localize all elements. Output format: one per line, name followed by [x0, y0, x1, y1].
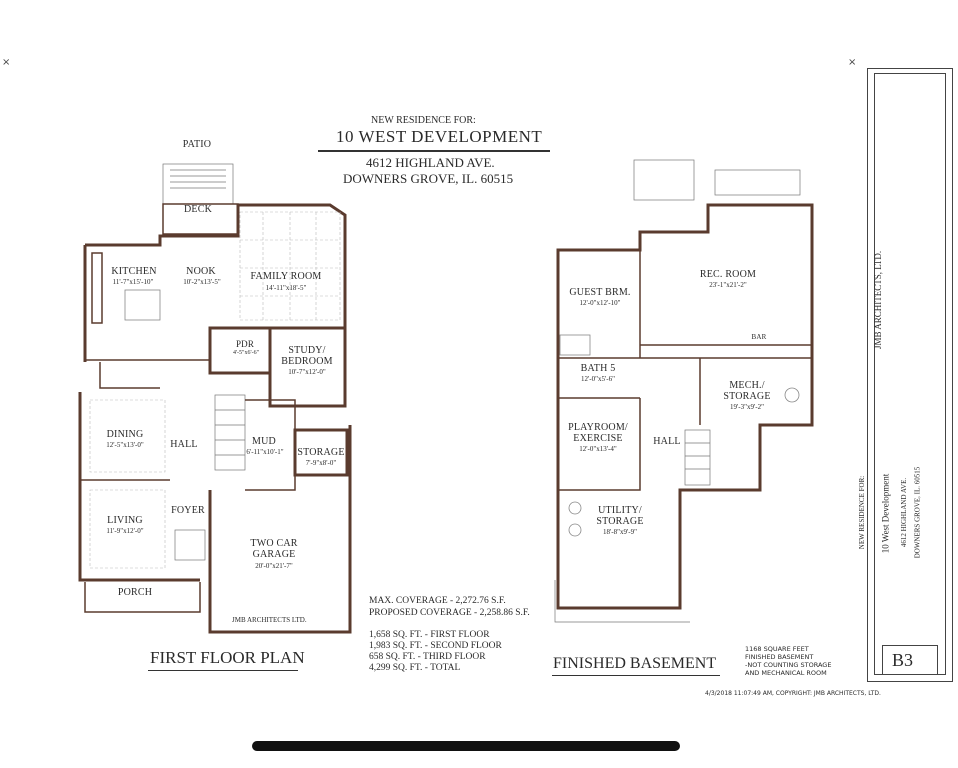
basement-label-playroom: PLAYROOM/ — [568, 422, 628, 433]
basement-label-utility-2: STORAGE — [596, 516, 644, 527]
crop-mark-left: × — [2, 57, 11, 68]
basement-dim-utility: 18'-8"x9'-9" — [603, 528, 637, 536]
room-label-storage: STORAGE — [297, 447, 345, 458]
header-project-name: 10 WEST DEVELOPMENT — [336, 127, 543, 146]
basement-label-guest: GUEST BRM. — [569, 287, 631, 298]
header-underline — [318, 150, 550, 152]
footer-copyright: 4/3/2018 11:07:49 AM, COPYRIGHT: JMB ARC… — [705, 690, 881, 697]
area-first-floor: 1,658 SQ. FT. - FIRST FLOOR — [369, 630, 490, 640]
basement-label-bar: BAR — [751, 333, 767, 341]
basement-note-3: -NOT COUNTING STORAGE — [745, 661, 832, 669]
header-city: DOWNERS GROVE, IL. 60515 — [343, 171, 514, 186]
room-dim-kitchen: 11'-7"x15'-10" — [112, 278, 154, 286]
room-label-patio: PATIO — [182, 139, 212, 150]
room-dim-pdr: 4'-5"x6'-6" — [232, 350, 260, 356]
room-label-deck: DECK — [183, 204, 213, 215]
coverage-max: MAX. COVERAGE - 2,272.76 S.F. — [369, 596, 506, 606]
room-dim-family: 14'-11"x18'-5" — [265, 284, 307, 292]
tb-address-1: 4612 HIGHLAND AVE. — [900, 477, 909, 548]
tb-sheet-number: B3 — [892, 650, 914, 670]
room-dim-study: 10'-7"x12'-0" — [288, 368, 326, 376]
tb-residence-for: NEW RESIDENCE FOR: — [858, 475, 867, 550]
tb-firm: JMB ARCHITECTS, LTD. — [873, 250, 883, 349]
room-dim-mud: 6'-11"x10'-1" — [246, 448, 284, 456]
room-label-mud: MUD — [252, 436, 276, 447]
header-address: 4612 HIGHLAND AVE. — [366, 155, 495, 170]
first-floor-title: FIRST FLOOR PLAN — [150, 648, 305, 667]
tb-address-2: DOWNERS GROVE, IL. 60515 — [913, 466, 922, 559]
room-label-nook: NOOK — [186, 266, 216, 277]
header-line1: NEW RESIDENCE FOR: — [371, 115, 476, 126]
home-indicator-bar[interactable] — [252, 741, 680, 751]
basement-label-mech-2: STORAGE — [723, 391, 771, 402]
first-floor-title-underline — [148, 670, 298, 671]
basement-label-exercise: EXERCISE — [573, 433, 623, 444]
basement-dim-guest: 12'-0"x12'-10" — [579, 299, 621, 307]
basement-label-rec: REC. ROOM — [699, 269, 757, 280]
room-dim-nook: 10'-2"x13'-5" — [183, 278, 221, 286]
room-dim-dining: 12'-5"x13'-0" — [106, 441, 144, 449]
room-dim-garage: 20'-0"x21'-7" — [255, 562, 293, 570]
basement-label-utility: UTILITY/ — [598, 505, 642, 516]
basement-dim-bath: 12'-0"x5'-6" — [581, 375, 615, 383]
room-label-study: STUDY/ — [288, 345, 326, 356]
tb-sheet-box — [882, 645, 938, 675]
room-label-foyer: FOYER — [171, 505, 205, 516]
architect-stamp: JMB ARCHITECTS LTD. — [232, 616, 307, 624]
basement-label-hall: HALL — [653, 436, 681, 447]
room-dim-living: 11'-9"x12'-0" — [106, 527, 144, 535]
room-label-garage-2: GARAGE — [252, 549, 296, 560]
basement-label-mech: MECH./ — [729, 380, 765, 391]
room-dim-storage: 7'-9"x8'-0" — [305, 459, 337, 467]
basement-note-1: 1168 SQUARE FEET — [745, 645, 809, 653]
title-block-inner — [874, 73, 946, 675]
room-label-bedroom: BEDROOM — [281, 356, 333, 367]
basement-dim-mech: 19'-3"x9'-2" — [730, 403, 764, 411]
tb-client: 10 West Development — [880, 473, 891, 554]
basement-title-underline — [552, 675, 720, 676]
room-label-family: FAMILY ROOM — [250, 271, 322, 282]
area-third-floor: 658 SQ. FT. - THIRD FLOOR — [369, 652, 486, 662]
basement-note-4: AND MECHANICAL ROOM — [745, 669, 827, 677]
room-label-porch: PORCH — [117, 587, 153, 598]
area-second-floor: 1,983 SQ. FT. - SECOND FLOOR — [369, 641, 502, 651]
room-label-dining: DINING — [106, 429, 144, 440]
basement-dim-playroom: 12'-0"x13'-4" — [579, 445, 617, 453]
basement-dim-rec: 23'-1"x21'-2" — [709, 281, 747, 289]
room-label-hall: HALL — [170, 439, 198, 450]
room-label-kitchen: KITCHEN — [111, 266, 157, 277]
area-total: 4,299 SQ. FT. - TOTAL — [369, 663, 461, 673]
room-label-garage-1: TWO CAR — [250, 538, 298, 549]
room-label-pdr: PDR — [235, 339, 255, 349]
basement-label-bath: BATH 5 — [580, 363, 616, 374]
room-label-living: LIVING — [107, 515, 143, 526]
crop-mark-right: × — [848, 57, 857, 68]
coverage-proposed: PROPOSED COVERAGE - 2,258.86 S.F. — [369, 608, 530, 618]
title-block: NEW RESIDENCE FOR: 10 West Development 4… — [858, 68, 953, 682]
basement-note-2: FINISHED BASEMENT — [745, 653, 814, 661]
basement-title: FINISHED BASEMENT — [553, 655, 717, 672]
